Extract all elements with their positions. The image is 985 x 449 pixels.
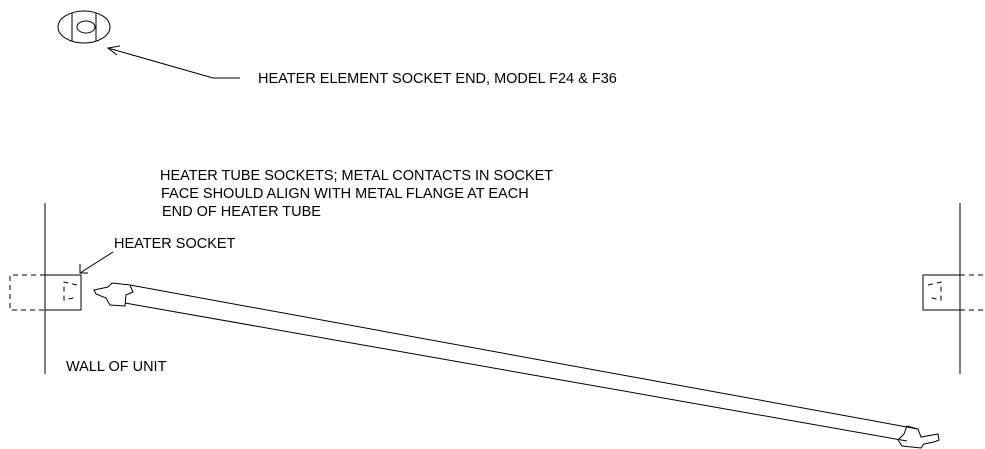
- socket-end-detail: [57, 10, 111, 44]
- left-socket-body: [44, 274, 82, 311]
- socket-end-leader: [106, 45, 240, 79]
- heater-tube: [93, 282, 940, 449]
- socket-end-outer: [57, 10, 111, 44]
- socket-end-label: HEATER ELEMENT SOCKET END, MODEL F24 & F…: [258, 71, 617, 87]
- tube-sockets-label-line1: HEATER TUBE SOCKETS; METAL CONTACTS IN S…: [160, 168, 553, 184]
- right-socket: [922, 274, 985, 311]
- socket-end-inner: [76, 20, 96, 34]
- heater-tube-top-edge: [129, 284, 919, 430]
- tube-sockets-label-line2: FACE SHOULD ALIGN WITH METAL FLANGE AT E…: [161, 186, 529, 202]
- wall-of-unit-label: WALL OF UNIT: [66, 359, 167, 375]
- left-socket: [9, 274, 82, 311]
- tube-sockets-label-line3: END OF HEATER TUBE: [162, 204, 321, 220]
- heater-socket-label: HEATER SOCKET: [114, 236, 236, 252]
- heater-tube-bottom-edge: [124, 302, 908, 442]
- right-socket-body: [922, 274, 961, 311]
- heater-socket-arrow: [79, 251, 114, 274]
